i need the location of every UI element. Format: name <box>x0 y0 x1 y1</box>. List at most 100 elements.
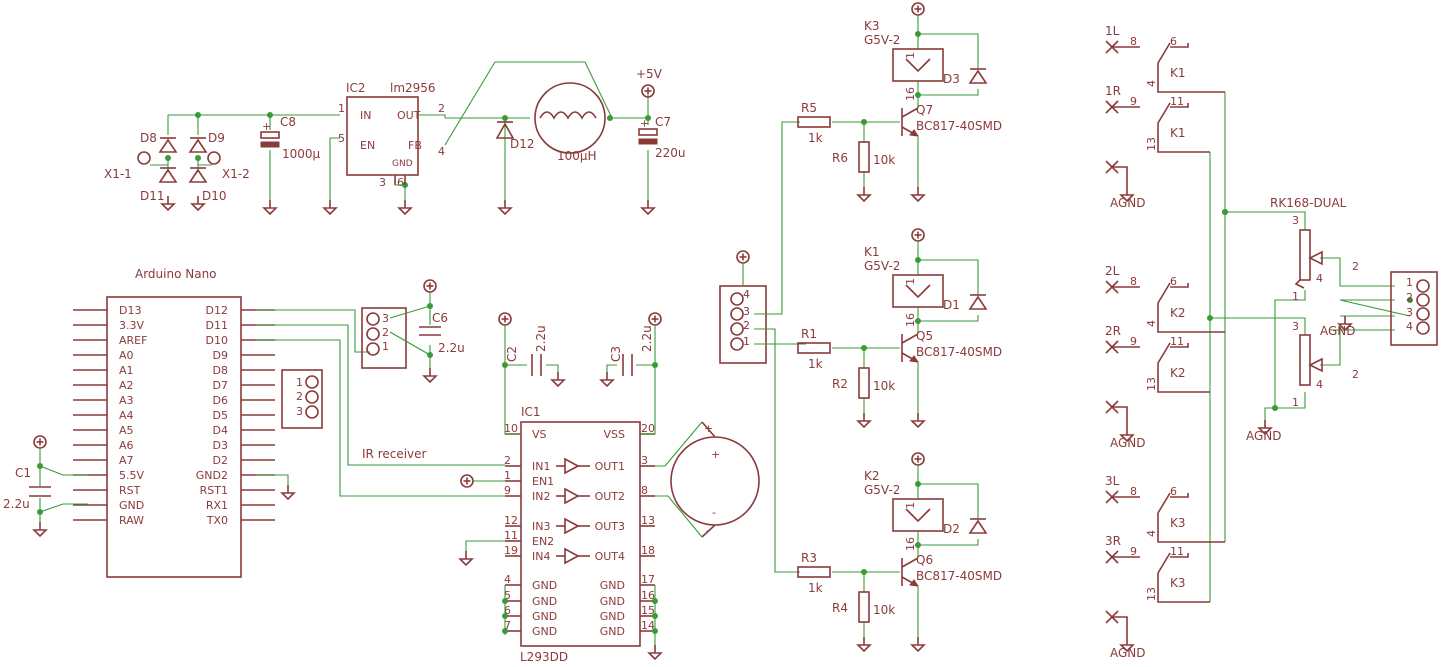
capacitor-c3 <box>622 354 633 376</box>
c2-value: 2.2u <box>534 325 548 352</box>
nano-pin-left: A5 <box>119 424 134 437</box>
x1-2-terminal <box>207 151 221 165</box>
pulldown-value: 10k <box>873 603 895 617</box>
nano-pin-left: RST <box>119 484 141 497</box>
l293-pin-left: GND <box>532 595 557 608</box>
l293-pin-num: 12 <box>504 514 518 527</box>
pulldown-resistor <box>858 141 870 173</box>
capacitor-c7 <box>638 128 658 145</box>
output-connector <box>1390 271 1438 346</box>
transistor-label: Q7 <box>916 103 933 117</box>
relay-contact-name: K1 <box>1170 126 1186 140</box>
svg-text:2: 2 <box>743 319 750 332</box>
capacitor-c2 <box>531 354 542 376</box>
nano-pin-right: TX0 <box>206 514 228 527</box>
nano-pin-left: A2 <box>119 379 134 392</box>
arduino-nano: Arduino Nano D133.3VAREFA0A1A2A3A4A5A6A7… <box>3 267 505 578</box>
connector-4pin: 4 3 2 1 <box>719 121 806 573</box>
l293-pin-num: 20 <box>641 422 655 435</box>
pin-number: 6 <box>1170 35 1177 48</box>
svg-text:1: 1 <box>296 376 303 389</box>
base-resistor <box>797 116 831 128</box>
l293-pin-num: 9 <box>504 484 511 497</box>
pot-label: RK168-DUAL <box>1270 196 1347 210</box>
rk168-pot: RK168-DUAL 3 2 4 1 3 2 4 1 AGND 1 2 3 4 … <box>1207 196 1438 443</box>
pot-agnd: AGND <box>1246 429 1282 443</box>
svg-text:3: 3 <box>1292 320 1299 333</box>
l293-pin-right: GND <box>600 625 625 638</box>
relay-contact-name: K3 <box>1170 516 1186 530</box>
svg-text:-: - <box>712 506 716 519</box>
l293-pin-left: EN1 <box>532 475 554 488</box>
diode-label: D3 <box>943 72 960 86</box>
c2-label: C2 <box>505 346 519 362</box>
svg-text:1: 1 <box>338 102 345 115</box>
svg-text:3: 3 <box>743 305 750 318</box>
svg-text:4: 4 <box>438 145 445 158</box>
pin-number: 1 <box>904 502 917 509</box>
c6-value: 2.2u <box>438 341 465 355</box>
diode-d8 <box>158 137 178 153</box>
l293-pin-left: VS <box>532 428 547 441</box>
l293-pin-num: 11 <box>504 529 518 542</box>
ir-connector <box>361 307 407 369</box>
transistor-label: Q5 <box>916 329 933 343</box>
relay-part: G5V-2 <box>864 259 900 273</box>
nano-pin-right: GND2 <box>196 469 228 482</box>
nano-pin-right: D10 <box>206 334 228 347</box>
l293-pin-num: 14 <box>641 619 655 632</box>
nano-pin-left: A4 <box>119 409 134 422</box>
c8-label: C8 <box>280 115 296 129</box>
diode-d11 <box>158 167 178 183</box>
base-resistor <box>797 566 831 578</box>
relay-coil <box>892 498 944 532</box>
relay-input-l: 3L <box>1105 474 1120 488</box>
power-supply: X1-1 X1-2 D8 D9 D11 D10 + C8 1000µ IC2 l… <box>104 61 686 215</box>
pin-number: 6 <box>1170 485 1177 498</box>
l293-pin-right: OUT2 <box>595 490 625 503</box>
l293-pin-left: IN1 <box>532 460 550 473</box>
svg-text:3: 3 <box>379 176 386 189</box>
flyback-diode <box>968 69 988 84</box>
vplus-label: +5V <box>636 67 663 81</box>
relay-input-l: 2L <box>1105 264 1120 278</box>
d12-label: D12 <box>510 137 535 151</box>
relay-contact-name: K2 <box>1170 366 1186 380</box>
pin-number: 8 <box>1130 35 1137 48</box>
svg-text:3: 3 <box>296 405 303 418</box>
svg-text:+: + <box>262 120 271 133</box>
ic2-pin-fb: FB <box>408 139 422 152</box>
pin-number: 6 <box>1170 275 1177 288</box>
nano-pin-left: AREF <box>119 334 147 347</box>
nano-pin-left: 5.5V <box>119 469 144 482</box>
pulldown-resistor <box>858 367 870 399</box>
relay-part: G5V-2 <box>864 483 900 497</box>
nano-pin-right: D9 <box>213 349 228 362</box>
l293-pin-left: IN2 <box>532 490 550 503</box>
d8-label: D8 <box>140 131 157 145</box>
svg-text:-: - <box>706 524 710 537</box>
l293-pin-right: OUT4 <box>595 550 625 563</box>
transistor-part: BC817-40SMD <box>916 569 1002 583</box>
nano-pin-left: GND <box>119 499 144 512</box>
motor-driver-l293: IC1 L293DD VS10IN12EN11IN29IN312EN211IN4… <box>459 312 760 664</box>
pin-number: 8 <box>1130 485 1137 498</box>
svg-text:+: + <box>704 422 713 435</box>
nano-pin-right: D11 <box>206 319 228 332</box>
d9-label: D9 <box>208 131 225 145</box>
pin-number: 13 <box>1145 377 1158 391</box>
x1-2-label: X1-2 <box>222 167 250 181</box>
pin-number: 13 <box>1145 587 1158 601</box>
transistor-part: BC817-40SMD <box>916 119 1002 133</box>
svg-text:4: 4 <box>1316 378 1323 391</box>
pulldown-value: 10k <box>873 379 895 393</box>
svg-text:1: 1 <box>1292 396 1299 409</box>
svg-text:4: 4 <box>1406 320 1413 333</box>
l293-pin-num: 2 <box>504 454 511 467</box>
svg-text:+: + <box>640 117 649 130</box>
svg-text:1: 1 <box>1292 290 1299 303</box>
l293-pin-num: 13 <box>641 514 655 527</box>
